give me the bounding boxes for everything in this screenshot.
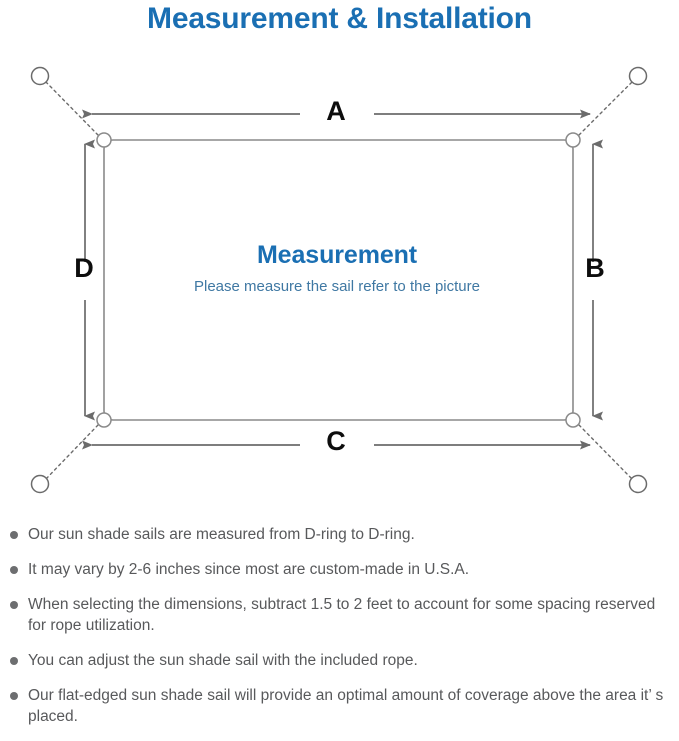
rope-top-right — [578, 79, 635, 136]
dimension-label-d: D — [74, 253, 94, 283]
measurement-callout: Measurement Please measure the sail refe… — [100, 240, 574, 297]
diagram-svg — [30, 66, 648, 494]
bullet-icon — [10, 566, 18, 574]
d-ring-bottom-left — [96, 412, 112, 428]
anchor-point-top-left — [30, 66, 50, 86]
page-title: Measurement & Installation — [147, 2, 532, 35]
anchor-point-bottom-right — [628, 474, 648, 494]
list-item-text: It may vary by 2-6 inches since most are… — [28, 561, 470, 578]
measurement-heading: Measurement — [256, 241, 418, 269]
sail-outline — [103, 139, 574, 421]
anchor-point-bottom-left — [30, 474, 50, 494]
list-item-text: Our sun shade sails are measured from D-… — [28, 526, 415, 543]
rope-bottom-left — [43, 424, 99, 482]
d-ring-bottom-right — [565, 412, 581, 428]
list-item-text: When selecting the dimensions, subtract … — [28, 596, 656, 634]
shade-sail-measurement-diagram: A B C D Measurement Please measure the s… — [0, 44, 679, 514]
list-item-text: You can adjust the sun shade sail with t… — [28, 652, 418, 669]
notes-list: Our sun shade sails are measured from D-… — [0, 524, 679, 741]
dimension-label-b: B — [585, 253, 605, 283]
d-ring-top-right — [565, 132, 581, 148]
bullet-icon — [10, 531, 18, 539]
bullet-icon — [10, 692, 18, 700]
list-item: Our sun shade sails are measured from D-… — [0, 524, 679, 545]
measurement-subtitle: Please measure the sail refer to the pic… — [194, 278, 480, 295]
dimension-label-c: C — [326, 426, 346, 456]
list-item: When selecting the dimensions, subtract … — [0, 594, 679, 636]
dimension-label-a: A — [326, 96, 346, 126]
rope-bottom-right — [578, 424, 635, 482]
d-ring-top-left — [96, 132, 112, 148]
list-item-text: Our flat-edged sun shade sail will provi… — [28, 687, 664, 725]
list-item: Our flat-edged sun shade sail will provi… — [0, 685, 679, 727]
bullet-icon — [10, 657, 18, 665]
list-item: It may vary by 2-6 inches since most are… — [0, 559, 679, 580]
anchor-point-top-right — [628, 66, 648, 86]
bullet-icon — [10, 601, 18, 609]
list-item: You can adjust the sun shade sail with t… — [0, 650, 679, 671]
rope-top-left — [43, 79, 99, 136]
